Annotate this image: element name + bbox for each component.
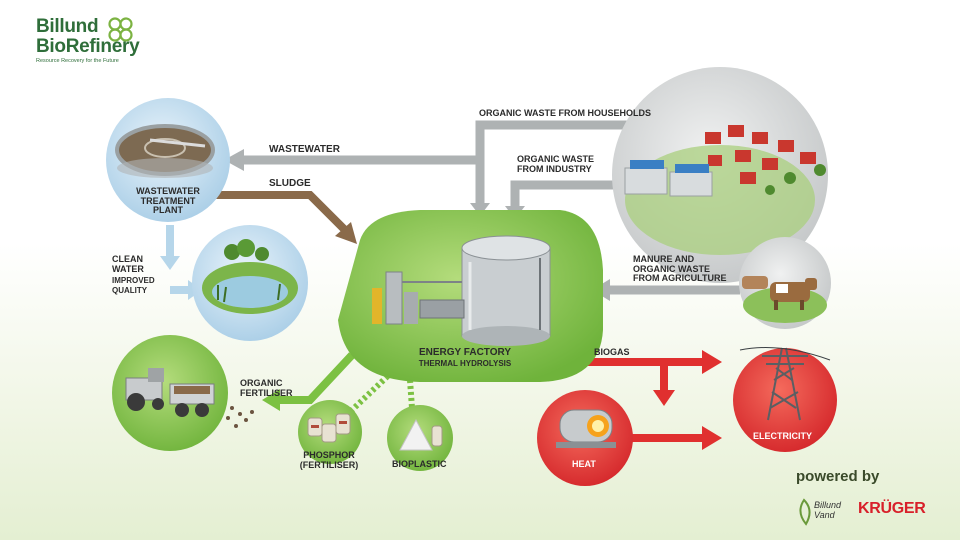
- arrow-biogas: [580, 350, 722, 450]
- households-industry-node: [612, 67, 828, 283]
- label-electricity: ELECTRICITY: [753, 431, 813, 441]
- label-sludge: SLUDGE: [269, 178, 311, 189]
- fertiliser-pellets-icon: [226, 406, 254, 428]
- arrow-sludge: [215, 191, 357, 244]
- kruger-logo: KRÜGER: [858, 500, 926, 517]
- tractor-icon: [125, 368, 215, 417]
- arrow-bioplastic: [407, 379, 415, 409]
- lake-landscape-icon: [202, 239, 298, 314]
- heat-node: [537, 390, 633, 486]
- hydrolysis-plant-icon: [372, 271, 465, 325]
- logo-line1: Billund: [36, 16, 99, 37]
- logo-line2: BioRefinery: [36, 36, 140, 57]
- power-pylon-icon: [739, 347, 831, 421]
- label-wastewater: WASTEWATER: [269, 144, 340, 155]
- bioplastic-node: [387, 405, 453, 471]
- billund-biorefinery-logo: Billund BioRefinery Resource Recovery fo…: [36, 16, 140, 65]
- arrow-phosphor: [349, 369, 395, 413]
- logo-tagline: Resource Recovery for the Future: [36, 58, 119, 64]
- billund-vand-leaf-icon: [799, 498, 811, 526]
- clover-logo-icon: [108, 17, 133, 42]
- label-thermal-hydrolysis: THERMAL HYDROLYSIS: [418, 359, 512, 368]
- label-biogas: BIOGAS: [594, 347, 630, 357]
- label-energy-factory: ENERGY FACTORY: [418, 347, 512, 358]
- label-households: ORGANIC WASTE FROM HOUSEHOLDS: [479, 108, 652, 118]
- clarifier-tank-icon: [115, 124, 215, 178]
- agriculture-node: [739, 237, 831, 329]
- label-heat: HEAT: [572, 459, 596, 469]
- wwtp-node: [106, 98, 230, 222]
- electricity-node: [733, 347, 837, 452]
- cow-icon: [742, 276, 817, 310]
- label-phosphor: PHOSPHOR(FERTILISER): [299, 450, 359, 470]
- lake-node: [192, 225, 308, 341]
- tractor-node: [112, 335, 254, 451]
- trees-icon: [765, 164, 826, 195]
- powered-by-text: powered by: [796, 468, 880, 485]
- billund-vand-logo: Billund Vand: [796, 498, 841, 531]
- billund-vand-line2: Vand: [814, 510, 835, 520]
- digester-tank-icon: [461, 235, 551, 346]
- arrow-wastewater: [224, 149, 480, 171]
- label-bioplastic: BIOPLASTIC: [392, 459, 447, 469]
- factory-icon: [624, 160, 713, 197]
- arrow-fertiliser: [262, 352, 355, 411]
- phosphor-node: [298, 400, 362, 464]
- billund-vand-line1: Billund: [814, 500, 842, 510]
- boiler-icon: [556, 409, 616, 448]
- fertiliser-bags-icon: [307, 413, 351, 443]
- energy-factory-node: [338, 210, 603, 382]
- houses-icon: [705, 125, 816, 184]
- bioplastic-pile-icon: [399, 418, 443, 451]
